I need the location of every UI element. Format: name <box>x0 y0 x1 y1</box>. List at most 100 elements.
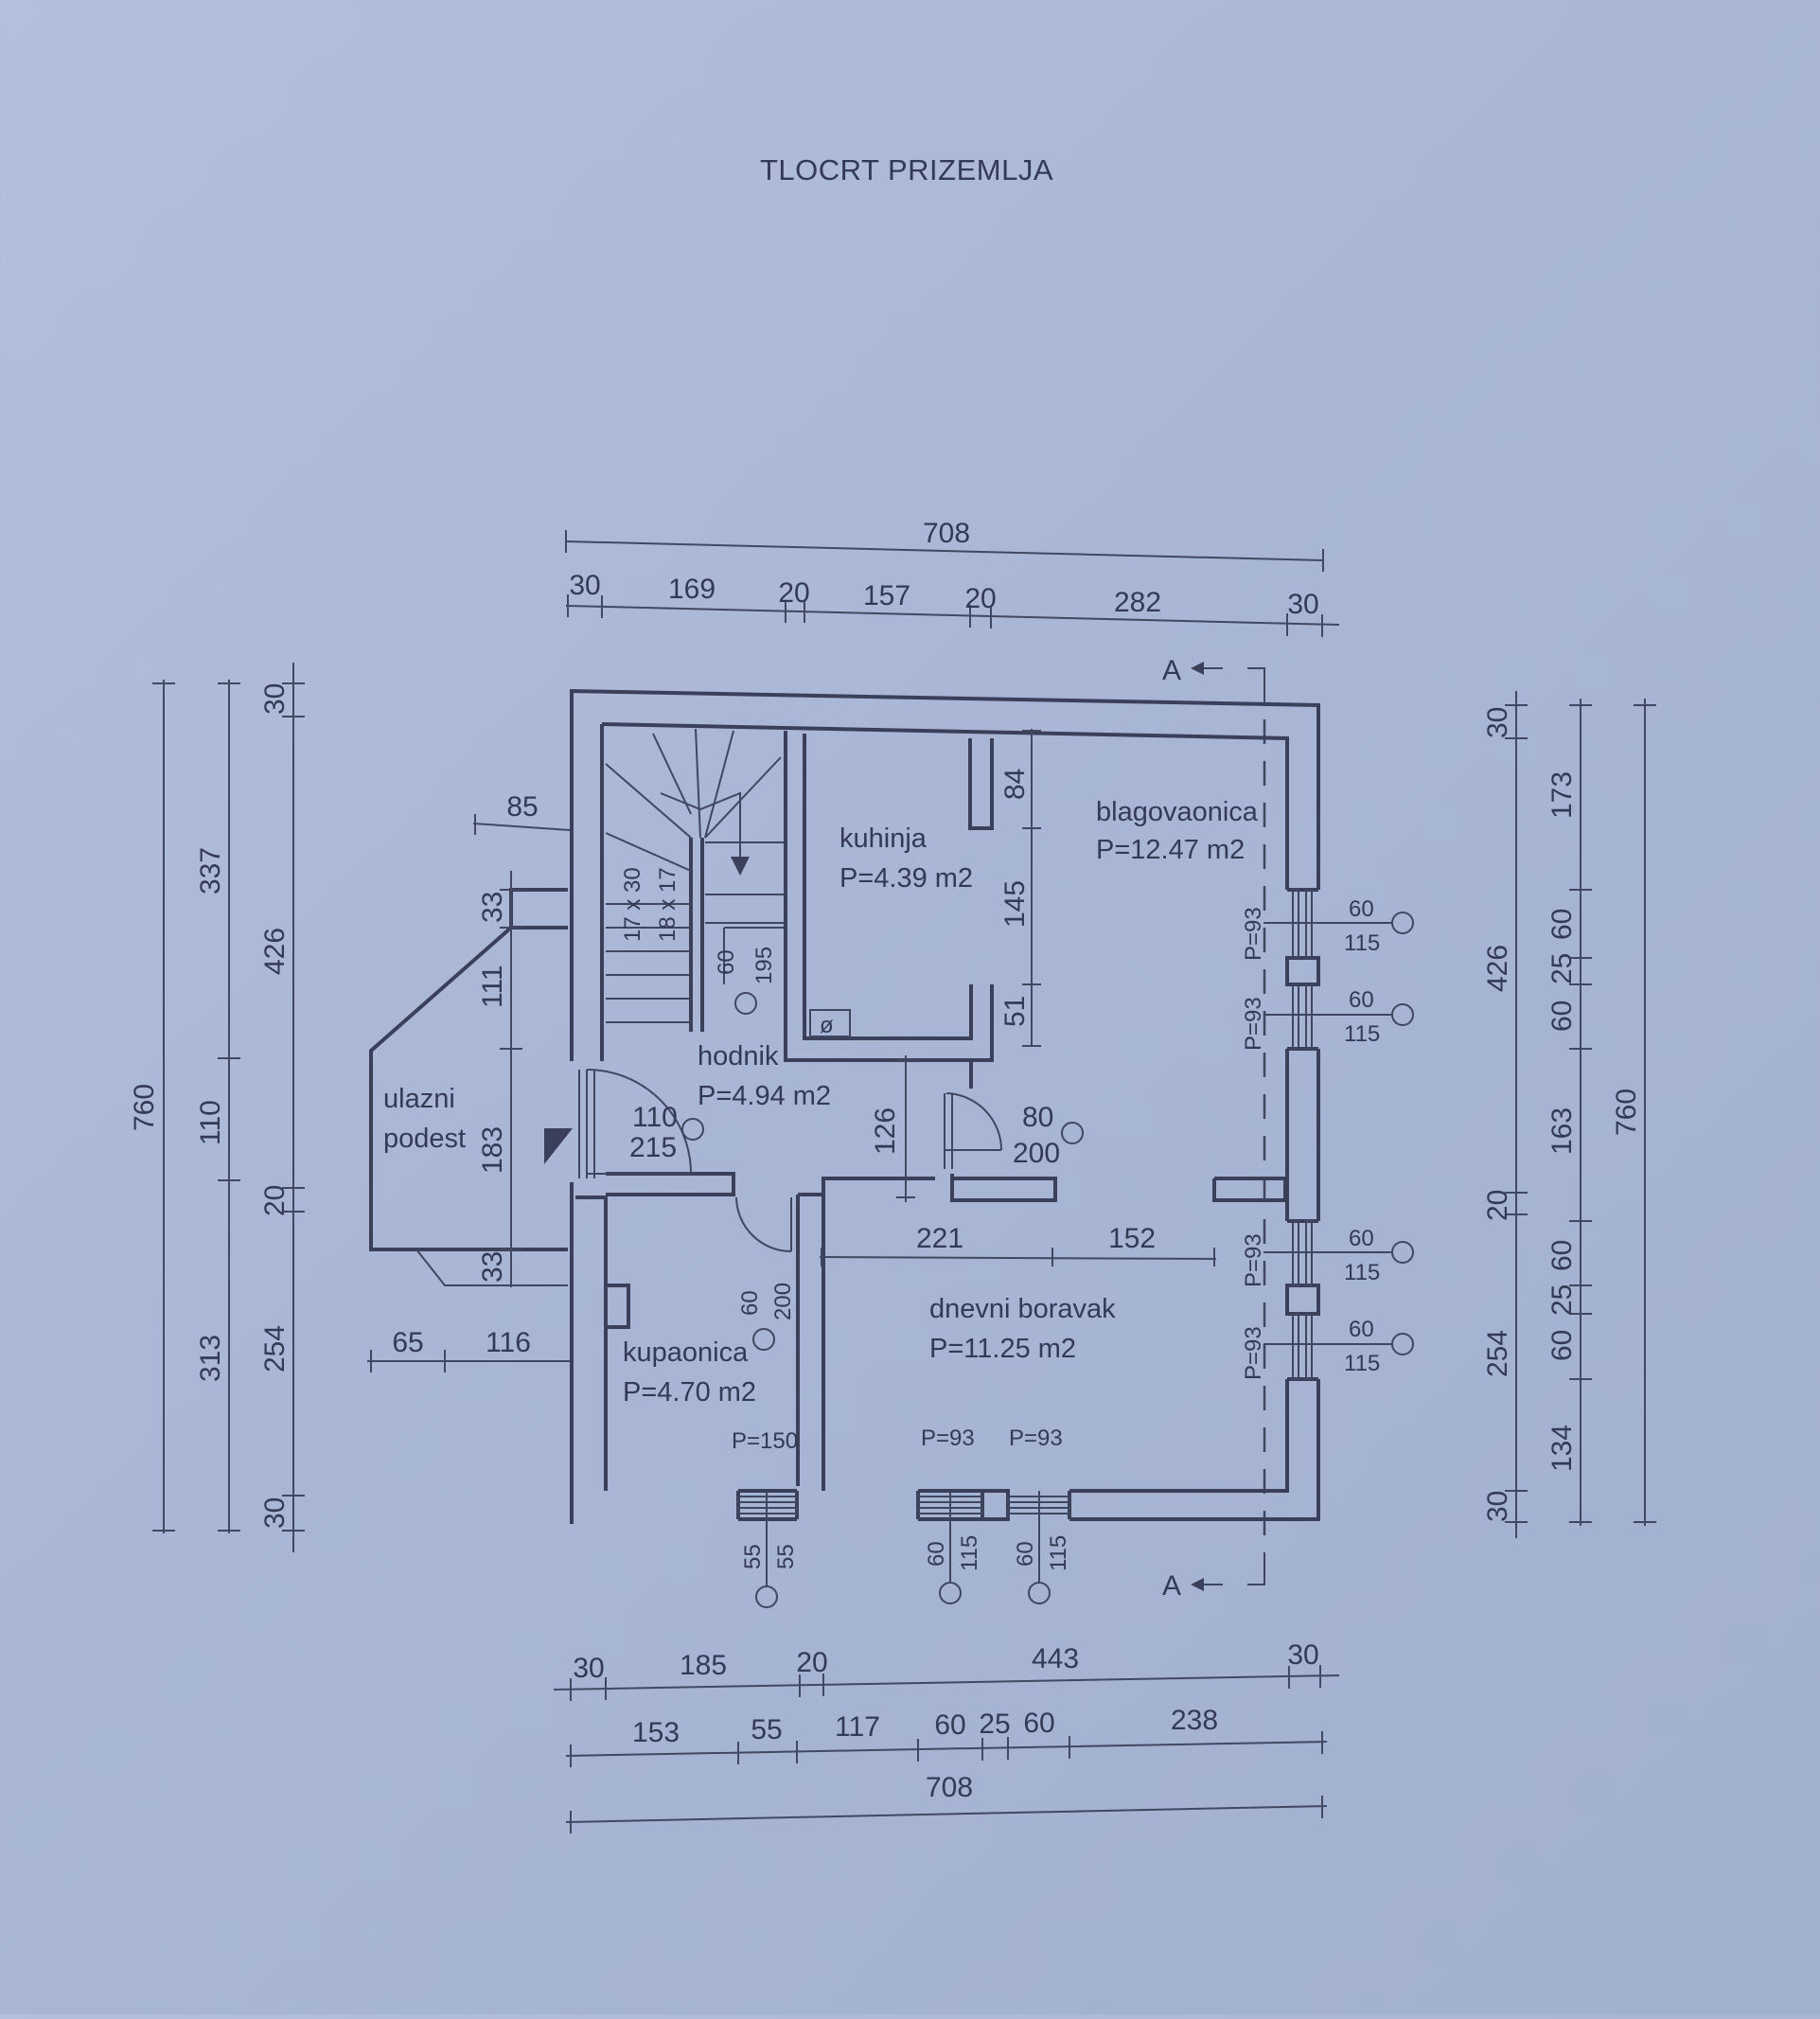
dim-right-col2-5: 163 <box>1546 1107 1578 1155</box>
dim-right-col2-9: 134 <box>1546 1425 1578 1472</box>
door-main-height: 215 <box>629 1132 677 1163</box>
right-windows: P=93 P=93 P=93 P=93 60 115 60 115 60 115… <box>1241 889 1414 1380</box>
win-bath-pn: P=150 <box>732 1428 798 1454</box>
dim-top-seg-1: 30 <box>569 570 600 601</box>
win-r2-pn: P=93 <box>1241 997 1266 1051</box>
dim-left-col2-3: 313 <box>195 1335 226 1382</box>
door-mid-width: 80 <box>1022 1102 1053 1133</box>
win-b1-h: 115 <box>957 1535 982 1571</box>
dim-145: 145 <box>999 880 1031 928</box>
dim-bottom-r1-4: 443 <box>1032 1643 1079 1674</box>
room-dnevni-name: dnevni boravak <box>929 1294 1116 1324</box>
dim-right-col2-3: 25 <box>1546 953 1578 984</box>
dim-bottom-r1-2: 185 <box>680 1650 727 1681</box>
stair-door-width: 60 <box>714 949 739 975</box>
win-r3-pn: P=93 <box>1241 1233 1266 1287</box>
left-dimensions: 760 337 110 313 30 426 20 254 30 85 33 1… <box>129 663 571 1552</box>
room-hodnik-area: P=4.94 m2 <box>698 1081 831 1111</box>
dim-top-seg-2: 169 <box>668 574 716 605</box>
win-b2-pn: P=93 <box>1009 1426 1063 1451</box>
dim-left-col3-4: 254 <box>259 1325 291 1373</box>
dim-right-col1-2: 426 <box>1482 945 1513 992</box>
stair-door-height: 195 <box>751 947 777 984</box>
dim-152: 152 <box>1108 1223 1156 1254</box>
dim-84: 84 <box>999 769 1031 800</box>
entrance-label-1: ulazni <box>383 1084 455 1114</box>
dim-right-outer: 760 <box>1611 1089 1642 1136</box>
dim-entrance-4: 33 <box>477 1251 508 1283</box>
dim-left-outer: 760 <box>129 1084 160 1131</box>
win-b2-w: 60 <box>1013 1541 1038 1567</box>
dim-bottom-r2-4: 60 <box>934 1709 965 1741</box>
dim-right-col2-4: 60 <box>1546 1001 1578 1032</box>
win-r4-pn: P=93 <box>1241 1326 1266 1380</box>
bottom-windows: P=150 P=93 P=93 55 55 60 115 60 115 <box>732 1426 1071 1608</box>
win-b1-w: 60 <box>924 1541 949 1567</box>
door-mid-height: 200 <box>1013 1138 1060 1169</box>
dim-51: 51 <box>999 996 1031 1027</box>
dim-right-col1-1: 30 <box>1482 707 1513 738</box>
win-r4-h: 115 <box>1344 1351 1380 1376</box>
room-kupaonica-name: kupaonica <box>623 1337 749 1368</box>
dim-entrance-bottom-2: 116 <box>486 1327 531 1358</box>
plan-title: TLOCRT PRIZEMLJA <box>760 153 1053 186</box>
room-kuhinja-area: P=4.39 m2 <box>839 863 973 894</box>
win-r1-h: 115 <box>1344 930 1380 956</box>
dim-left-col2-1: 337 <box>195 847 226 894</box>
dim-top-total: 708 <box>923 518 970 549</box>
dim-left-col3-2: 426 <box>259 928 291 975</box>
room-blagovaonica-name: blagovaonica <box>1096 797 1259 827</box>
dim-bottom-r1-1: 30 <box>573 1653 604 1684</box>
win-r2-h: 115 <box>1344 1021 1380 1047</box>
section-marker-bottom: A <box>1162 1552 1265 1602</box>
room-kupaonica-area: P=4.70 m2 <box>623 1377 756 1408</box>
stairs-label-2: 18 x 17 <box>655 867 680 942</box>
entrance-label-2: podest <box>383 1124 466 1154</box>
right-dimensions: 30 426 20 254 30 173 60 25 60 163 60 25 … <box>1482 691 1656 1538</box>
section-a-bottom: A <box>1162 1570 1181 1602</box>
door-main-width: 110 <box>632 1102 678 1133</box>
room-hodnik-name: hodnik <box>698 1041 779 1071</box>
doors: 80 200 60 200 110 215 60 195 ø <box>629 947 1084 1351</box>
room-kuhinja-name: kuhinja <box>839 824 928 854</box>
dim-entrance-bottom-1: 65 <box>392 1327 423 1358</box>
dim-right-col1-4: 254 <box>1482 1330 1513 1377</box>
dim-top-seg-4: 157 <box>863 580 910 611</box>
dim-bottom-total: 708 <box>926 1772 973 1803</box>
dim-entrance-2: 111 <box>477 965 508 1008</box>
dim-left-col3-3: 20 <box>259 1185 291 1216</box>
win-r3-h: 115 <box>1344 1260 1380 1285</box>
dim-bottom-r2-5: 25 <box>979 1709 1010 1740</box>
dim-bottom-r1-5: 30 <box>1287 1639 1318 1671</box>
dim-entrance-width: 85 <box>506 791 538 823</box>
dim-right-col2-6: 60 <box>1546 1240 1578 1271</box>
win-b1-pn: P=93 <box>921 1426 975 1451</box>
room-labels: kuhinja P=4.39 m2 blagovaonica P=12.47 m… <box>623 797 1259 1408</box>
dim-top-seg-7: 30 <box>1287 589 1318 620</box>
win-r1-pn: P=93 <box>1241 907 1266 961</box>
dim-right-col2-2: 60 <box>1546 909 1578 940</box>
dim-left-col3-5: 30 <box>259 1497 291 1529</box>
dim-bottom-r2-6: 60 <box>1023 1708 1054 1739</box>
door-bath-height: 200 <box>770 1283 796 1320</box>
win-r3-w: 60 <box>1349 1226 1374 1251</box>
dim-bottom-r1-3: 20 <box>796 1647 827 1678</box>
dim-right-col2-7: 25 <box>1546 1284 1578 1316</box>
dim-126: 126 <box>870 1107 901 1155</box>
win-bath-h: 55 <box>773 1544 799 1569</box>
dim-left-col2-2: 110 <box>195 1100 226 1145</box>
dim-bottom-r2-3: 117 <box>835 1711 880 1743</box>
win-r4-w: 60 <box>1349 1317 1374 1342</box>
dim-top-seg-3: 20 <box>778 577 809 609</box>
room-blagovaonica-area: P=12.47 m2 <box>1096 835 1245 865</box>
dim-right-col2-1: 173 <box>1546 771 1578 819</box>
top-dimensions: 708 30 169 20 157 20 282 30 <box>565 518 1340 637</box>
dim-bottom-r2-1: 153 <box>632 1717 680 1748</box>
win-r1-w: 60 <box>1349 896 1374 922</box>
dim-right-col2-8: 60 <box>1546 1330 1578 1361</box>
dim-top-seg-5: 20 <box>964 583 996 614</box>
dim-right-col1-5: 30 <box>1482 1491 1513 1522</box>
dim-entrance-3: 183 <box>477 1126 508 1174</box>
win-b2-h: 115 <box>1046 1535 1071 1571</box>
